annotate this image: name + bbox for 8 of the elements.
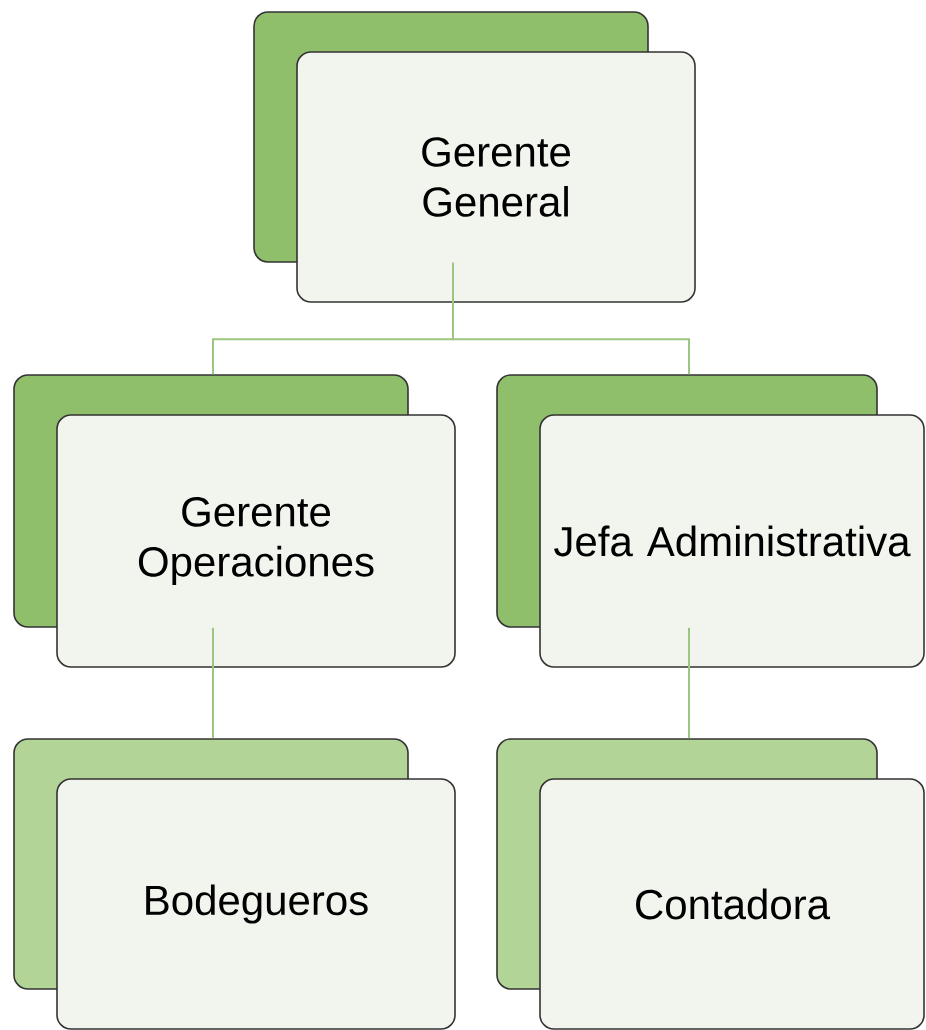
connector-line bbox=[688, 626, 690, 740]
org-box: Bodegueros bbox=[13, 738, 456, 1030]
org-box: Contadora bbox=[496, 738, 925, 1030]
connector-line bbox=[452, 261, 690, 376]
connector-line bbox=[212, 626, 214, 740]
org-box: Gerente General bbox=[253, 11, 696, 303]
org-box: Gerente Operaciones bbox=[13, 374, 456, 668]
org-box: Jefa Administrativa bbox=[496, 374, 925, 668]
